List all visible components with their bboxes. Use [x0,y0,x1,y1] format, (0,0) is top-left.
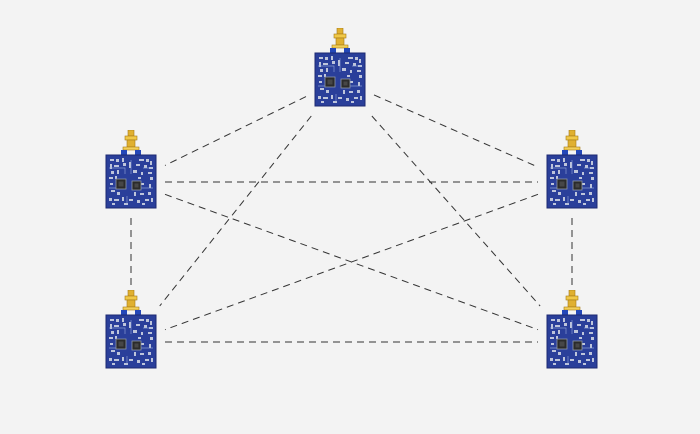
node-lower-right [544,290,600,370]
node-upper-right [544,130,600,210]
node-upper-left [103,130,159,210]
link-top-to-upper-right [373,94,539,168]
link-upper-right-to-lower-left [164,193,539,331]
node-top [312,28,368,108]
rf-module-icon [105,130,157,209]
rf-module-icon [314,28,366,107]
link-top-to-lower-left [159,115,312,307]
node-lower-left [103,290,159,370]
link-top-to-lower-right [371,115,541,307]
rf-module-icon [546,290,598,369]
link-top-to-upper-left [164,96,307,166]
rf-module-icon [546,130,598,209]
rf-module-icon [105,290,157,369]
